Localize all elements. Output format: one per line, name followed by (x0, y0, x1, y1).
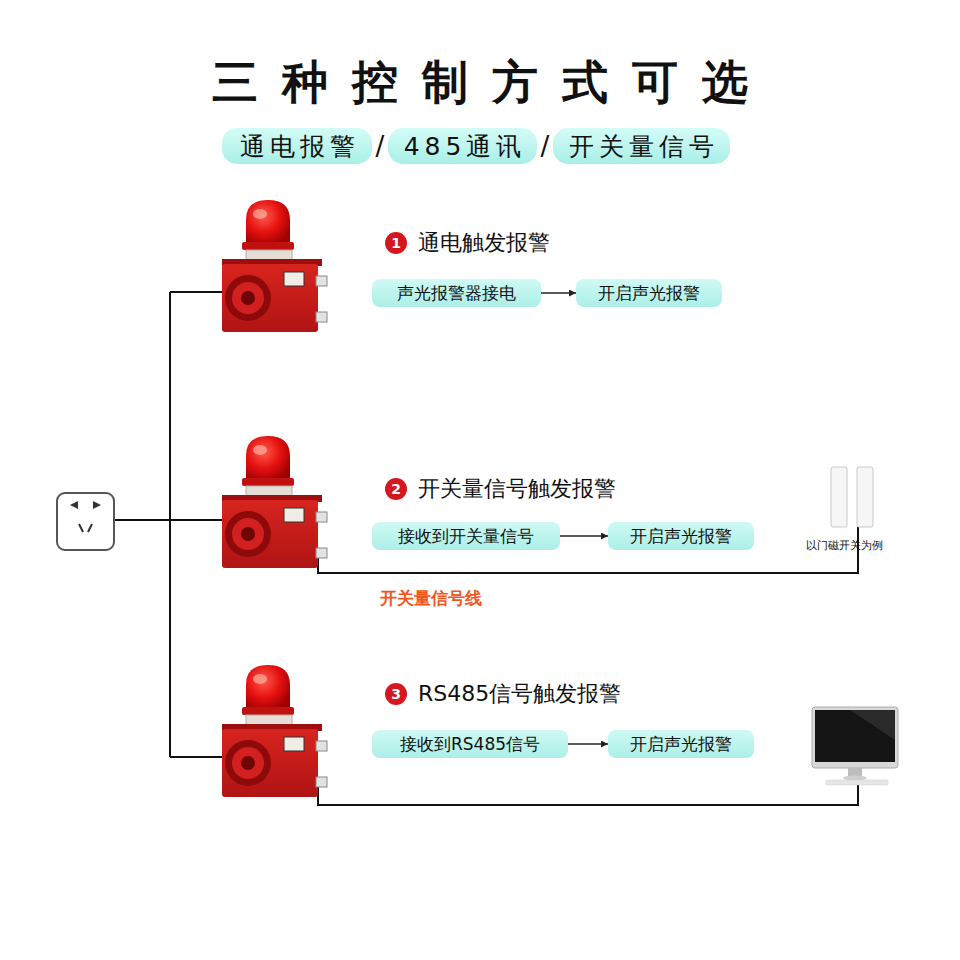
screen-gloss (850, 710, 895, 740)
monitor-frame (812, 707, 898, 768)
node-text: 开启声光报警 (598, 282, 700, 305)
node-text: 接收到开关量信号 (398, 525, 534, 548)
step-badge: 2 (385, 478, 407, 500)
node-text: 485通讯 (399, 130, 527, 163)
step-box: 开启声光报警 (608, 522, 754, 550)
door-magnet (831, 467, 847, 527)
flow-arrow (568, 743, 608, 745)
flow-arrow (541, 292, 576, 294)
step-box: 开启声光报警 (576, 279, 722, 307)
alarm-device (222, 200, 327, 332)
socket-slot (79, 524, 92, 532)
wire-label: 开关量信号线 (380, 586, 580, 610)
power-wire (113, 292, 222, 757)
node-text: 开关量信号 (564, 130, 719, 163)
step-badge: 3 (385, 683, 407, 705)
rs485-wire (318, 782, 858, 805)
device-note: 以门磁开关为例 (806, 537, 916, 553)
alarm-device (222, 436, 327, 568)
node-text: 2 (391, 481, 401, 497)
socket-slot (70, 501, 101, 509)
tag-pill: 485通讯 (388, 128, 537, 164)
separator: / (537, 128, 553, 164)
flow-arrow (560, 535, 608, 537)
node-text: 声光报警器接电 (397, 282, 516, 305)
node-text: 接收到RS485信号 (400, 733, 540, 756)
step-heading: RS485信号触发报警 (418, 679, 778, 709)
node-text: 开启声光报警 (630, 733, 732, 756)
page-title: 三种控制方式可选 (0, 52, 960, 112)
separator: / (372, 128, 388, 164)
step-box: 接收到开关量信号 (372, 522, 560, 550)
door-magnet (857, 467, 873, 527)
step-box: 接收到RS485信号 (372, 730, 568, 758)
node-text: 通电报警 (235, 130, 360, 163)
alarm-device (222, 665, 327, 797)
step-box: 开启声光报警 (608, 730, 754, 758)
node-text: 开启声光报警 (630, 525, 732, 548)
step-badge: 1 (385, 232, 407, 254)
step-heading: 开关量信号触发报警 (418, 474, 778, 504)
node-text: 3 (391, 686, 401, 702)
monitor-screen (815, 710, 895, 762)
node-text: 1 (391, 235, 401, 251)
keyboard (826, 780, 888, 785)
power-socket (57, 493, 114, 550)
step-box: 声光报警器接电 (372, 279, 541, 307)
tag-pill: 开关量信号 (553, 128, 730, 164)
tag-pill: 通电报警 (222, 128, 372, 164)
step-heading: 通电触发报警 (418, 228, 718, 258)
